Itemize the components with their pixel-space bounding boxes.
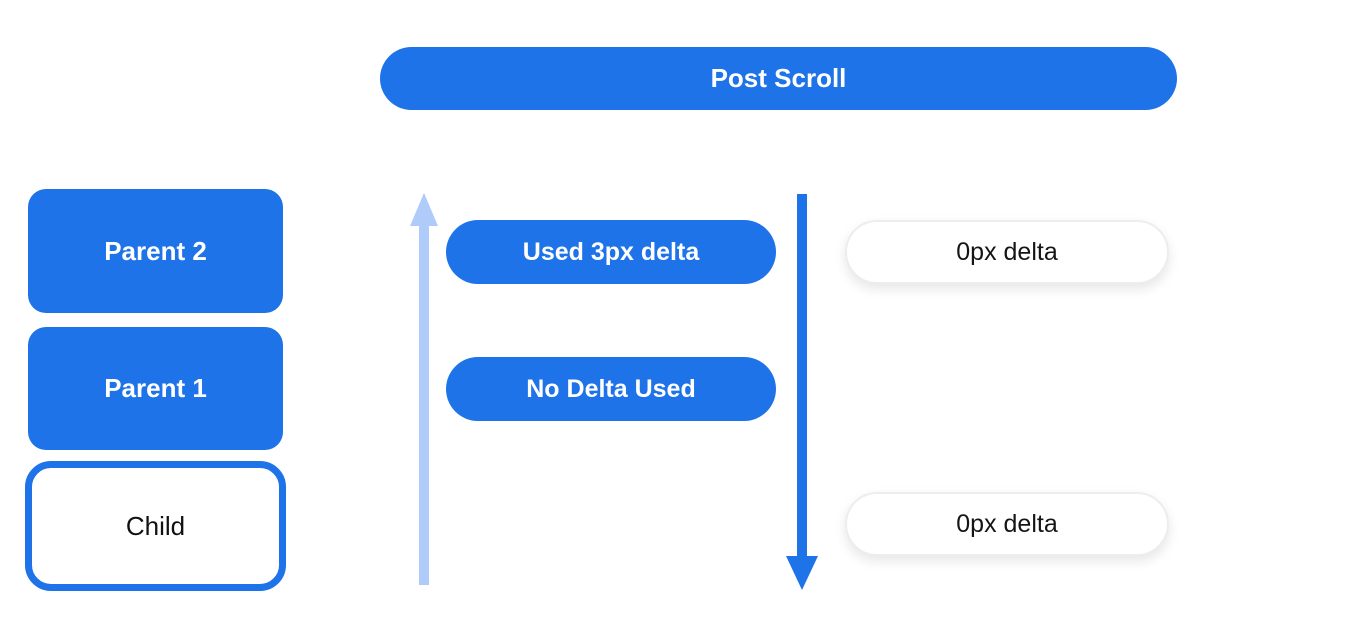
diagram-title: Post Scroll [710, 63, 847, 93]
parent-1-box: Parent 1 [28, 327, 283, 450]
no-delta-used-label: No Delta Used [526, 374, 696, 403]
used-3px-delta-label: Used 3px delta [522, 237, 700, 266]
parent-1-label: Parent 1 [104, 373, 207, 403]
zero-px-delta-top-label: 0px delta [956, 237, 1058, 266]
zero-px-delta-top-pill: 0px delta [845, 220, 1169, 284]
zero-px-delta-bottom-pill: 0px delta [845, 492, 1169, 556]
used-3px-delta-pill: Used 3px delta [446, 220, 776, 284]
zero-px-delta-bottom-label: 0px delta [956, 509, 1058, 538]
child-label: Child [125, 510, 186, 541]
parent-2-label: Parent 2 [104, 235, 207, 266]
title-pill: Post Scroll [380, 47, 1177, 110]
arrow-up-icon [410, 193, 438, 585]
arrow-down-icon [786, 194, 818, 590]
no-delta-used-pill: No Delta Used [446, 357, 776, 421]
parent-2-box: Parent 2 [28, 189, 283, 313]
child-box: Child [25, 461, 286, 591]
